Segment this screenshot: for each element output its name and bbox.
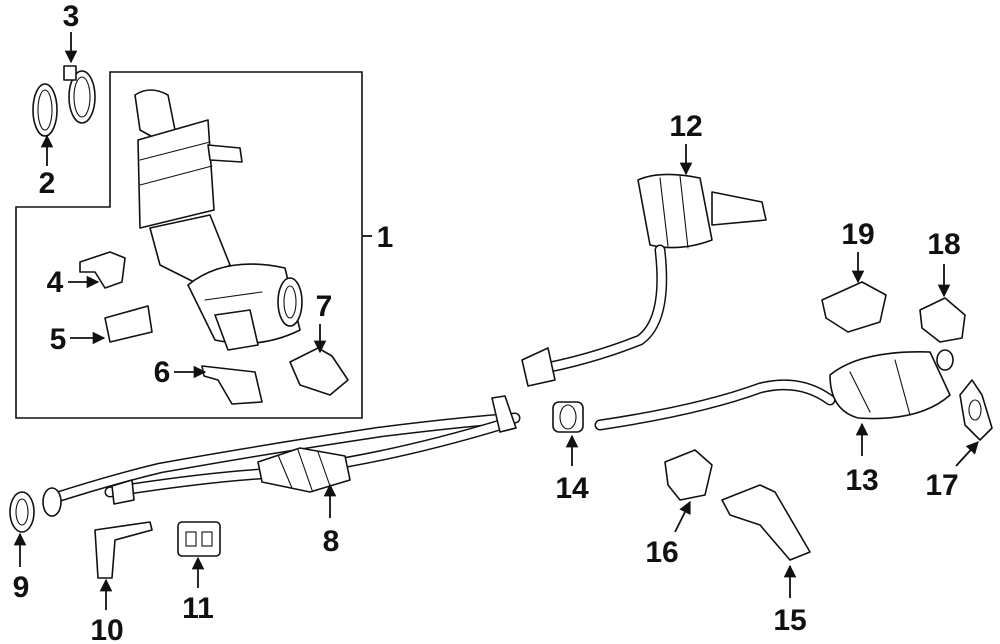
converter-group-box xyxy=(15,71,363,419)
callout-3: 3 xyxy=(63,0,80,33)
part-13-center-muffler[interactable] xyxy=(594,349,954,431)
part-6-bracket[interactable] xyxy=(201,365,263,405)
part-18-valve[interactable] xyxy=(919,297,966,343)
callout-19: 19 xyxy=(841,218,874,251)
part-11-hanger[interactable] xyxy=(177,521,221,557)
callout-16: 16 xyxy=(645,536,678,569)
callout-15: 15 xyxy=(773,604,806,637)
part-14-clamp[interactable] xyxy=(552,401,584,433)
part-17-exhaust-tip[interactable] xyxy=(959,379,993,441)
callout-17: 17 xyxy=(925,469,958,502)
callout-5: 5 xyxy=(50,323,67,356)
part-12-rear-muffler[interactable] xyxy=(521,173,767,387)
part-4-bracket[interactable] xyxy=(79,251,126,289)
part-10-hanger-bracket[interactable] xyxy=(94,521,153,579)
callout-10: 10 xyxy=(90,614,123,644)
callout-16-leader xyxy=(674,500,691,533)
part-9-clamp[interactable] xyxy=(9,491,35,533)
callout-7: 7 xyxy=(316,290,333,323)
callout-4: 4 xyxy=(47,266,64,299)
part-19-actuator[interactable] xyxy=(821,281,887,333)
callout-18: 18 xyxy=(927,228,960,261)
part-3-clamp[interactable] xyxy=(63,65,96,124)
callout-12: 12 xyxy=(669,110,702,143)
part-5-bracket[interactable] xyxy=(104,305,153,343)
callout-6: 6 xyxy=(154,356,171,389)
callout-9: 9 xyxy=(13,571,30,604)
part-8-front-pipe[interactable] xyxy=(42,395,521,517)
part-1-catalytic-converter[interactable] xyxy=(134,89,303,351)
callout-1: 1 xyxy=(377,221,394,254)
callout-14: 14 xyxy=(555,472,589,505)
callout-2: 2 xyxy=(39,167,56,200)
part-2-clamp[interactable] xyxy=(32,83,58,137)
part-7-bracket[interactable] xyxy=(289,347,349,396)
callout-17-leader xyxy=(955,441,979,467)
callout-8: 8 xyxy=(323,525,340,558)
part-16-hanger[interactable] xyxy=(664,449,713,501)
callout-13: 13 xyxy=(845,464,878,497)
callout-11: 11 xyxy=(182,592,214,625)
part-15-bracket[interactable] xyxy=(721,484,811,561)
